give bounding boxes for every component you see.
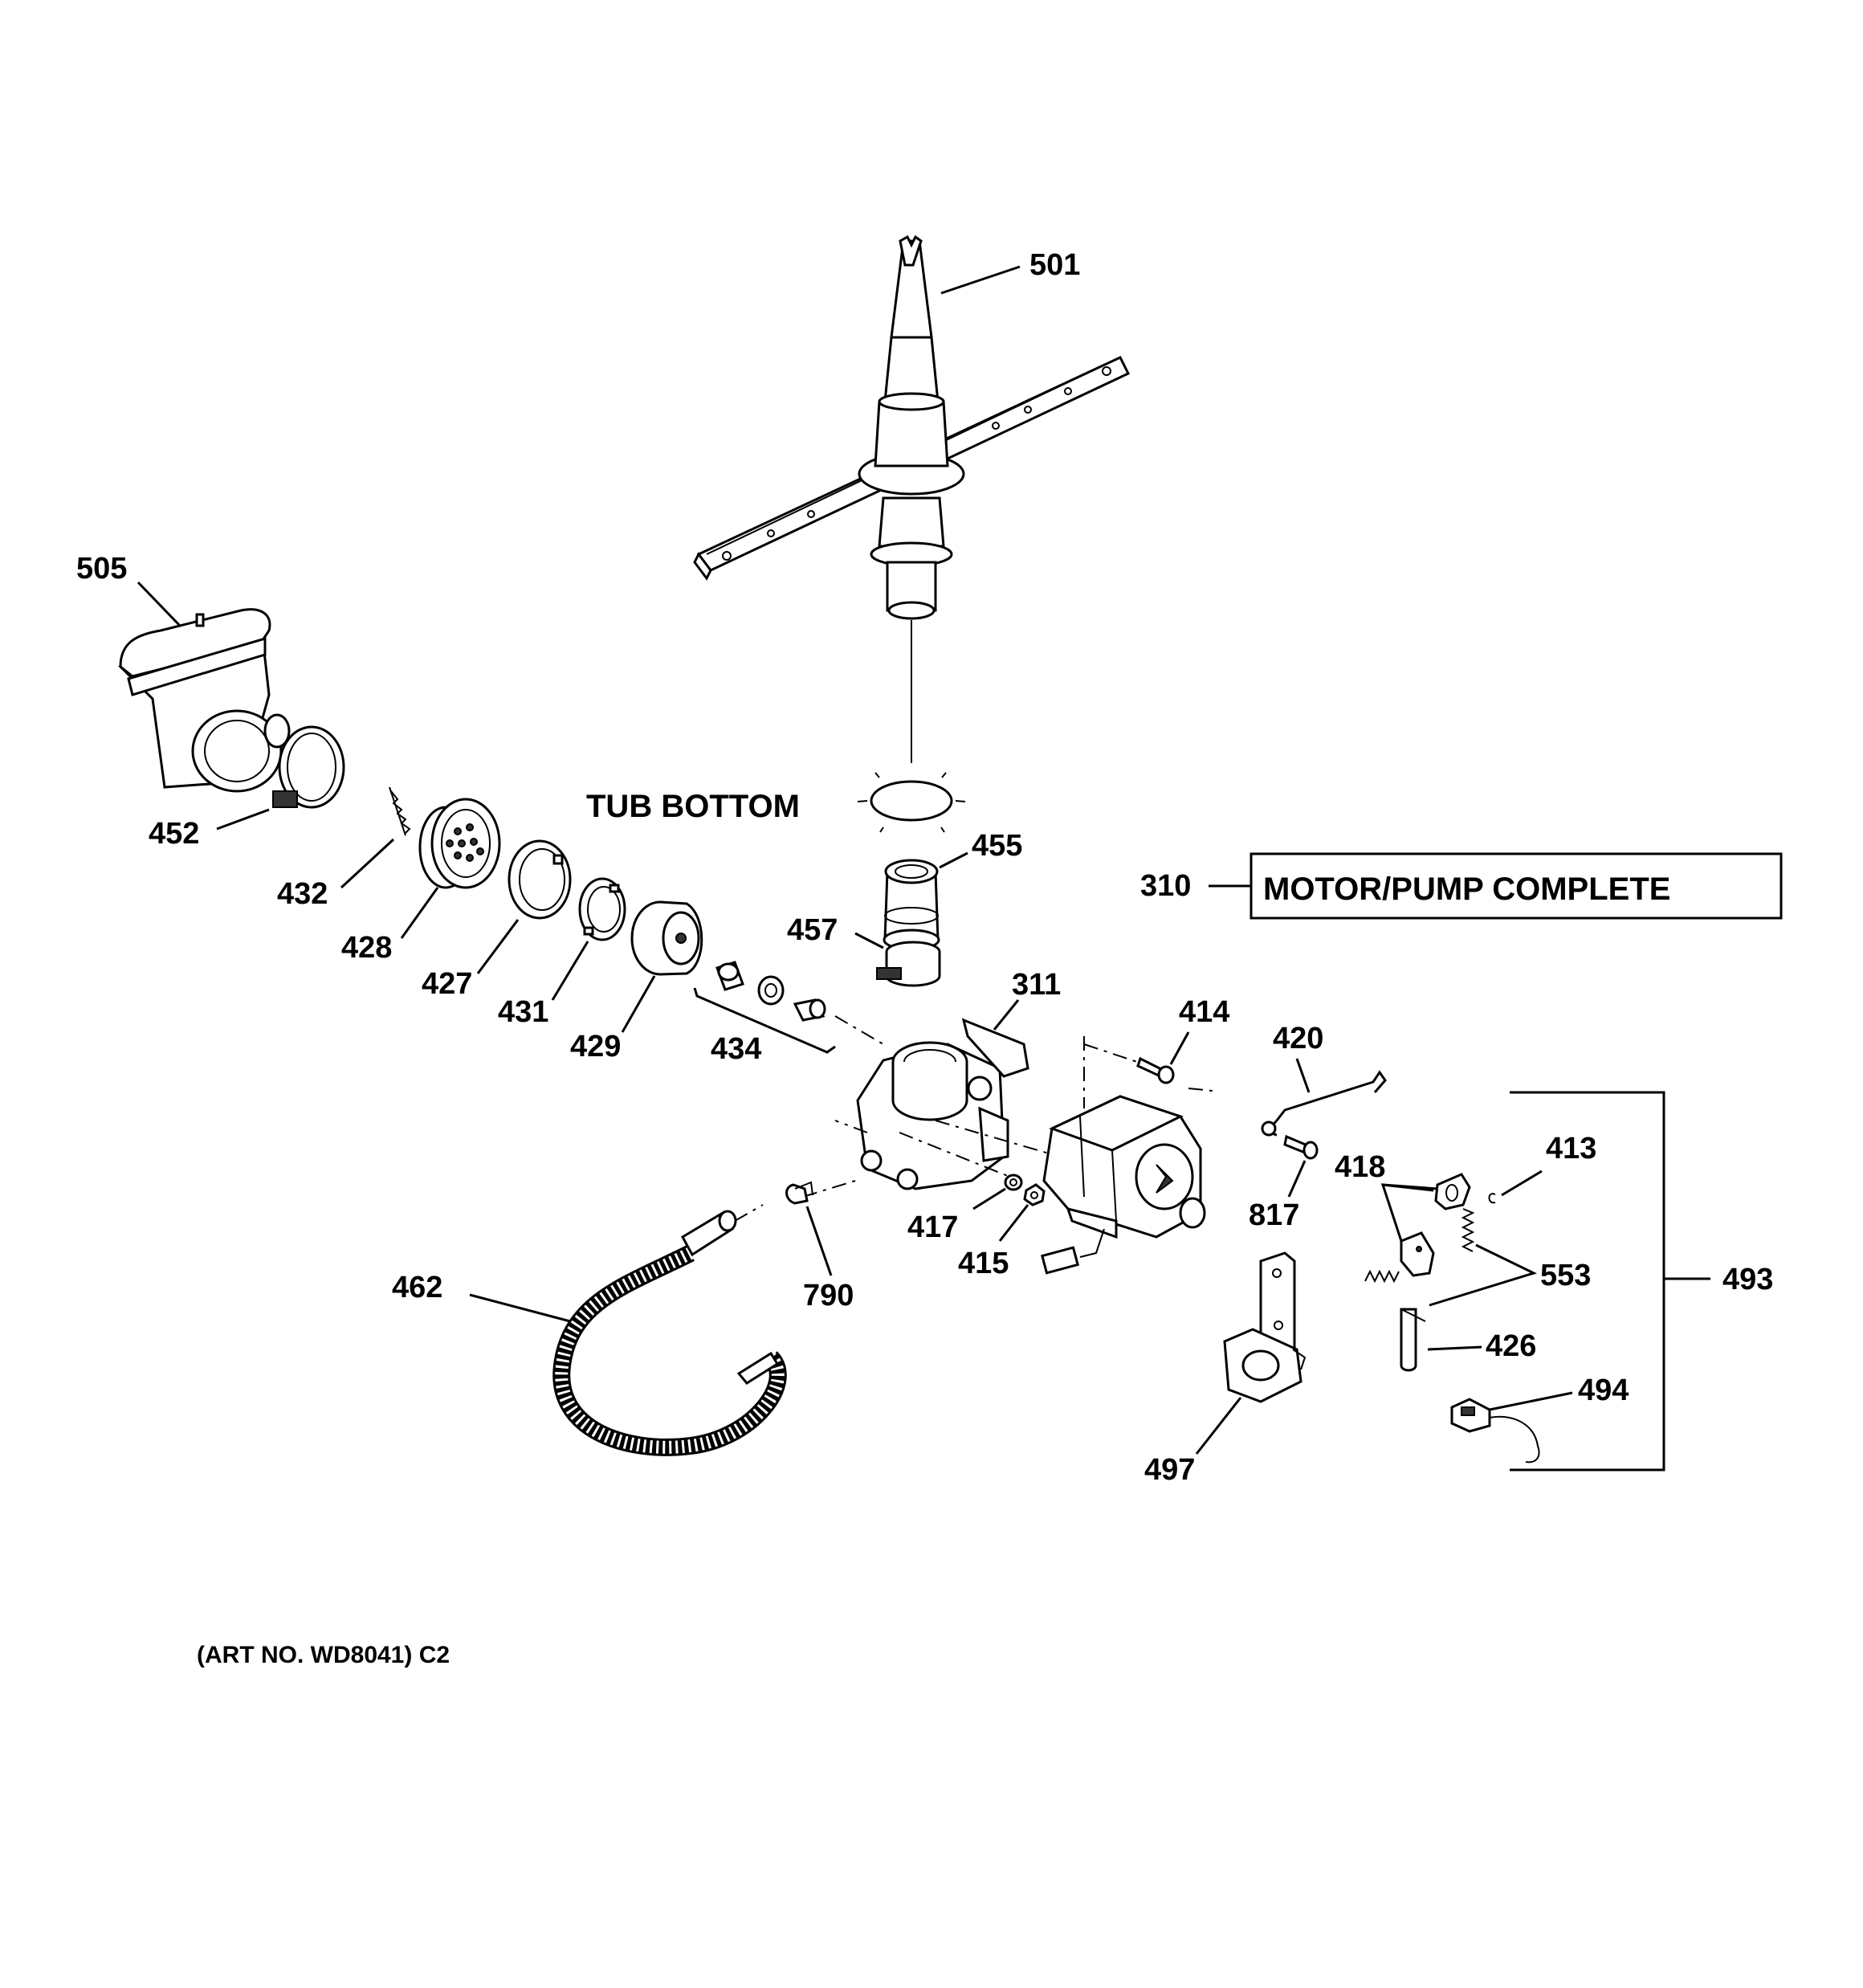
clamp-452: [272, 725, 345, 809]
leader-414: [1169, 1031, 1190, 1065]
washer-417: [1004, 1174, 1023, 1191]
part-label-494: 494: [1578, 1374, 1629, 1407]
shaft-kit-434: [693, 961, 884, 1054]
leader-311: [993, 999, 1020, 1031]
impeller-429: [630, 900, 703, 976]
part-label-414: 414: [1179, 995, 1229, 1029]
leader-417: [972, 1187, 1006, 1210]
part-label-426: 426: [1486, 1329, 1536, 1363]
bracket-497: [1223, 1251, 1307, 1403]
spring-432: [389, 786, 411, 836]
part-label-462: 462: [392, 1271, 442, 1304]
ring-431: [578, 877, 626, 941]
part-label-429: 429: [570, 1030, 621, 1063]
leader-418: [1380, 1183, 1434, 1242]
leader-462: [469, 1293, 571, 1323]
part-label-497: 497: [1144, 1453, 1195, 1487]
pump-housing-311: [802, 1018, 1061, 1198]
part-label-505: 505: [76, 552, 127, 586]
part-label-457: 457: [787, 913, 838, 947]
part-label-553: 553: [1540, 1259, 1591, 1292]
part-label-432: 432: [277, 877, 328, 911]
spray-arm-assembly: [693, 235, 1131, 763]
motor-pump-box: [1249, 852, 1783, 920]
part-label-428: 428: [341, 931, 392, 965]
tub-bottom-ring: [857, 772, 966, 833]
chopper-428: [418, 798, 501, 889]
nut-415: [1023, 1183, 1046, 1206]
leader-413: [1501, 1170, 1543, 1197]
part-label-455: 455: [972, 829, 1022, 863]
bracket-420: [1270, 1070, 1387, 1137]
part-label-420: 420: [1273, 1022, 1323, 1055]
leader-426: [1427, 1345, 1482, 1351]
part-label-817: 817: [1249, 1198, 1299, 1232]
part-label-310: 310: [1140, 869, 1191, 903]
hose-462: [552, 1204, 787, 1456]
pin-426: [1400, 1308, 1426, 1372]
part-label-452: 452: [149, 817, 199, 851]
part-label-427: 427: [422, 967, 472, 1001]
screw-817: [1261, 1121, 1319, 1160]
group-bracket-493: [1510, 1091, 1665, 1472]
tub-bottom-label: TUB BOTTOM: [586, 789, 800, 824]
leader-494: [1489, 1391, 1573, 1411]
lever-418: [1400, 1173, 1471, 1277]
leader-817: [1287, 1160, 1307, 1198]
sump-housing-505: [118, 608, 291, 793]
leader-553: [1429, 1243, 1538, 1307]
clip-790: [785, 1181, 813, 1205]
part-label-493: 493: [1722, 1263, 1773, 1296]
ring-427: [508, 839, 572, 920]
part-label-311: 311: [1012, 968, 1061, 1002]
leader-497: [1195, 1397, 1242, 1455]
art-number: (ART NO. WD8041) C2: [197, 1642, 450, 1668]
part-label-434: 434: [711, 1032, 761, 1066]
leader-420: [1295, 1058, 1311, 1093]
part-label-790: 790: [803, 1279, 854, 1312]
leader-432: [340, 838, 395, 889]
leader-418-b: [1382, 1183, 1438, 1190]
clamp-457: [876, 941, 941, 987]
clip-413: [1488, 1193, 1496, 1204]
part-label-501: 501: [1029, 248, 1080, 282]
connector-494: [1450, 1398, 1540, 1463]
leader-429: [621, 975, 656, 1033]
leader-501: [940, 265, 1021, 295]
part-label-417: 417: [907, 1210, 958, 1244]
leader-457: [854, 932, 884, 949]
screw-414: [1136, 1056, 1175, 1084]
leader-452: [216, 808, 270, 831]
part-label-413: 413: [1546, 1132, 1596, 1165]
leader-427: [476, 919, 520, 974]
leader-415: [998, 1204, 1029, 1242]
leader-505: [137, 581, 182, 628]
leader-455: [939, 851, 968, 869]
motor: [1040, 1036, 1213, 1275]
part-label-415: 415: [958, 1247, 1009, 1280]
leader-428: [400, 887, 439, 939]
leader-790: [805, 1206, 833, 1276]
part-label-418: 418: [1335, 1150, 1385, 1184]
springs-553: [1364, 1208, 1475, 1284]
motor-pump-label: MOTOR/PUMP COMPLETE: [1263, 872, 1670, 907]
seal-455: [883, 859, 940, 951]
part-label-431: 431: [498, 995, 548, 1029]
leader-431: [551, 941, 589, 1001]
